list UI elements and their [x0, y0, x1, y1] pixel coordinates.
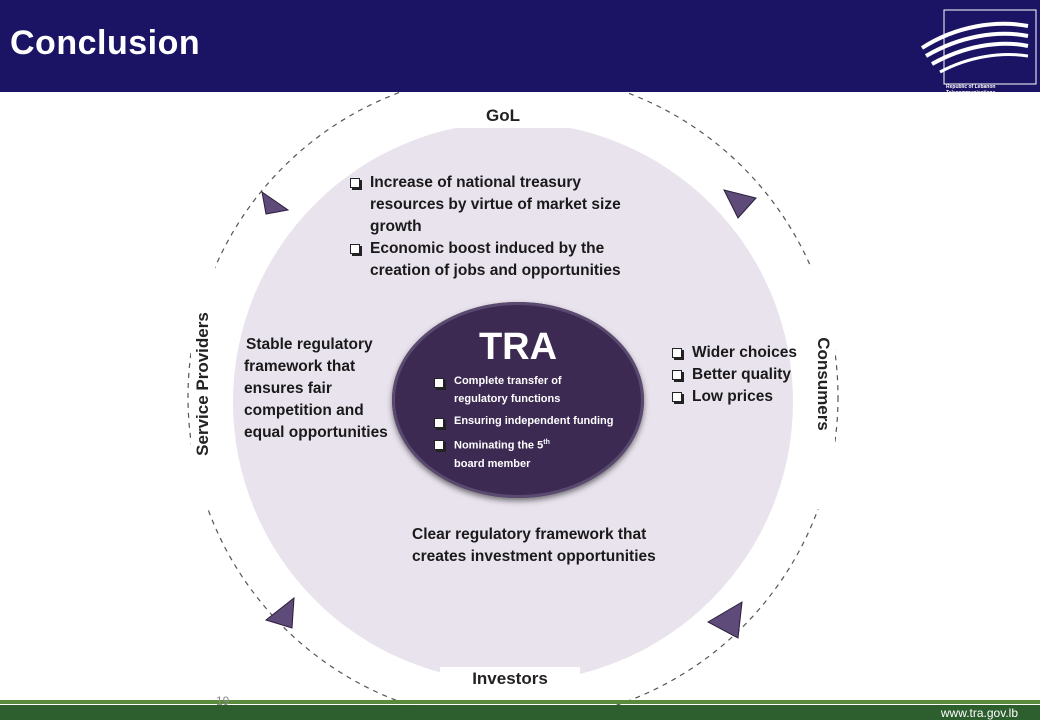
- dashed-cycle-ring: [187, 92, 839, 712]
- tra-action-text: Ensuring independent funding: [454, 415, 614, 427]
- checkbox-bullet-icon: [350, 244, 360, 254]
- logo-caption-line: Regulatory Authority: [946, 96, 996, 102]
- page-number: 19: [216, 694, 230, 708]
- checkbox-bullet-icon: [434, 378, 444, 388]
- stakeholder-label-service-providers: Service Providers: [191, 259, 215, 509]
- cycle-arrow-bottom-right: [706, 601, 743, 639]
- cycle-arrow-top-right: [723, 189, 757, 219]
- list-item: Ensuring independent funding: [430, 412, 618, 430]
- tra-action-text: Nominating the 5: [454, 439, 544, 452]
- footer-bar: [0, 705, 1040, 720]
- service-providers-benefit: Stable regulatory framework that ensures…: [244, 336, 388, 441]
- gol-benefit-text: Economic boost induced by the creation o…: [370, 240, 621, 279]
- gol-benefit-text: Increase of national treasury resources …: [370, 174, 621, 235]
- list-item: Low prices: [668, 386, 808, 408]
- header-bar: Conclusion Republic of Lebanon Telecommu…: [0, 0, 1040, 102]
- list-item: Wider choices: [668, 342, 808, 364]
- consumer-benefit-text: Wider choices: [692, 344, 797, 361]
- stakeholder-diagram: GoL Investors Service Providers Consumer…: [0, 92, 1040, 712]
- consumer-benefit-text: Low prices: [692, 388, 773, 405]
- logo-caption-line: Republic of Lebanon: [946, 84, 996, 90]
- list-item: Economic boost induced by the creation o…: [346, 238, 646, 282]
- logo-swoosh-icon: [920, 9, 1037, 85]
- investors-benefit: Clear regulatory framework that creates …: [412, 526, 656, 565]
- cycle-arrow-bottom-left: [264, 596, 295, 629]
- ordinal-suffix: th: [543, 439, 550, 446]
- list-item: Complete transfer of regulatory function…: [430, 372, 618, 408]
- checkbox-bullet-icon: [672, 392, 682, 402]
- footer-divider: [0, 700, 1040, 704]
- gol-benefits: Increase of national treasury resources …: [346, 172, 646, 282]
- checkbox-bullet-icon: [434, 418, 444, 428]
- consumer-benefit-text: Better quality: [692, 366, 792, 383]
- tra-logo: Republic of Lebanon Telecommunications R…: [916, 6, 1038, 102]
- stakeholder-label-consumers: Consumers: [811, 259, 835, 509]
- tra-title: TRA: [478, 326, 558, 368]
- tra-action-text: Complete transfer of regulatory function…: [454, 375, 562, 405]
- cycle-arrow-top-left: [261, 190, 290, 215]
- website-link[interactable]: www.tra.gov.lb: [940, 706, 1018, 720]
- checkbox-bullet-icon: [672, 348, 682, 358]
- stakeholder-label-investors: Investors: [440, 667, 580, 691]
- list-item: Better quality: [668, 364, 808, 386]
- checkbox-bullet-icon: [672, 370, 682, 380]
- page-title: Conclusion: [10, 24, 201, 62]
- checkbox-bullet-icon: [434, 440, 444, 450]
- checkbox-bullet-icon: [350, 178, 360, 188]
- tra-center-circle: TRA Complete transfer of regulatory func…: [392, 302, 644, 498]
- tra-action-text-tail: board member: [454, 457, 531, 470]
- list-item: Nominating the 5th board member: [430, 434, 618, 473]
- logo-caption-line: Telecommunications: [946, 90, 996, 96]
- consumer-benefits: Wider choices Better quality Low prices: [668, 342, 808, 408]
- logo-caption: Republic of Lebanon Telecommunications R…: [946, 84, 1036, 102]
- list-item: Increase of national treasury resources …: [346, 172, 646, 238]
- stakeholder-label-gol: GoL: [400, 104, 606, 128]
- tra-actions: Complete transfer of regulatory function…: [430, 372, 618, 477]
